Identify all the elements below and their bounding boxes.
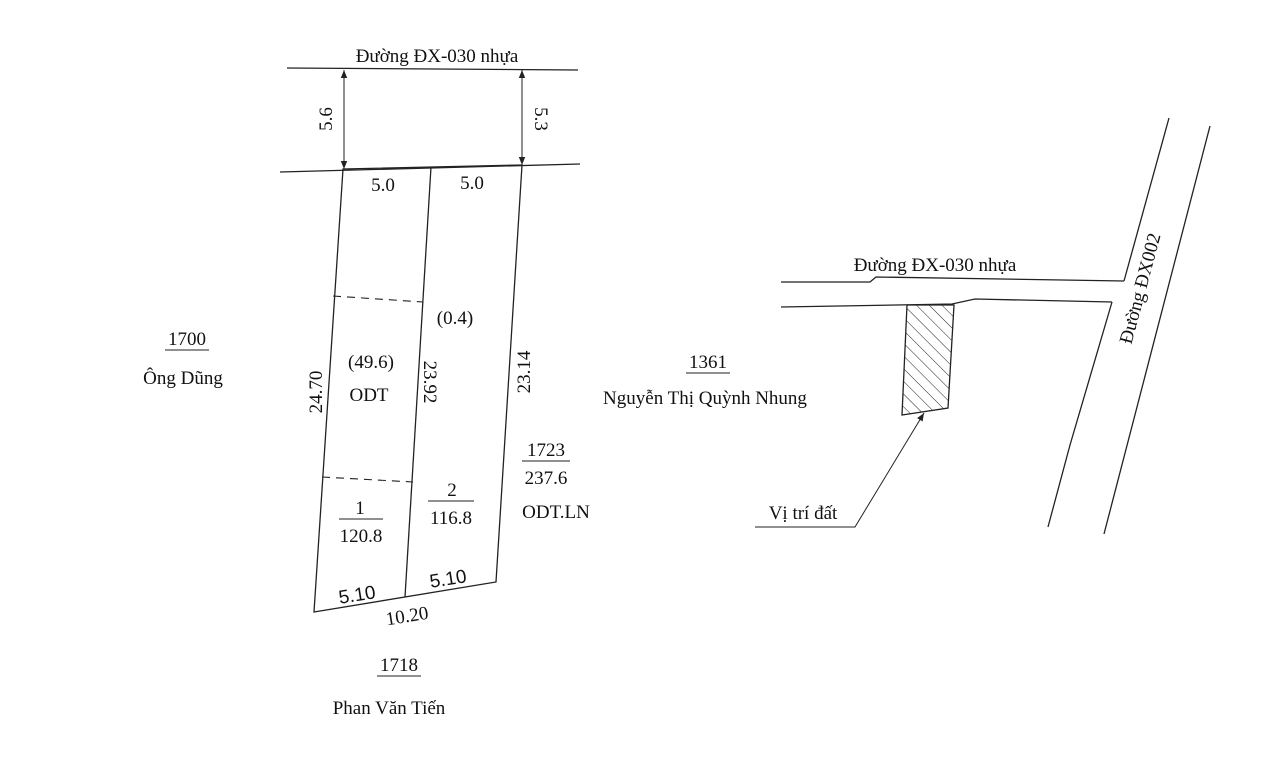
odt-boundary-bottom xyxy=(321,476,414,483)
side-length-left: 24.70 xyxy=(306,371,327,414)
side-length-right: 23.14 xyxy=(514,350,535,393)
lot-division-line xyxy=(404,166,432,598)
back-width-total: 10.20 xyxy=(384,603,430,630)
location-map: Đường ĐX-030 nhựa Đường ĐX002 Vị trí đất xyxy=(755,117,1211,535)
odt-area-value: (49.6) xyxy=(348,352,394,373)
sub-lot-2-number: 2 xyxy=(447,480,457,501)
neighbor-east-owner: Nguyễn Thị Quỳnh Nhung xyxy=(603,388,807,409)
sub-lot-1-area: 120.8 xyxy=(340,526,383,547)
neighbor-west-owner: Ông Dũng xyxy=(143,367,223,389)
side-length-middle: 23.92 xyxy=(419,361,440,404)
road-edge-bottom xyxy=(279,163,581,173)
neighbor-south-owner: Phan Văn Tiến xyxy=(333,698,446,719)
top-road-label: Đường ĐX-030 nhựa xyxy=(356,46,519,67)
lot-location-hatched xyxy=(901,304,955,416)
neighbor-west-number: 1700 xyxy=(168,329,206,350)
side-road-edge-right xyxy=(1103,125,1211,535)
side-road-edge-left xyxy=(1123,117,1170,282)
cadastral-plot: Đường ĐX-030 nhựa 5.6 5.3 5.0 5.0 24.70 … xyxy=(143,46,807,719)
sub-lot-1-number: 1 xyxy=(355,498,365,519)
setback-left-value: 5.6 xyxy=(316,107,337,131)
main-lot-number: 1723 xyxy=(527,440,565,461)
main-lot-land-use: ODT.LN xyxy=(522,502,590,523)
road-edge-top xyxy=(286,67,579,71)
odt-boundary-top xyxy=(332,295,424,303)
lot-1723-outline xyxy=(313,164,523,613)
back-width-left: 5.10 xyxy=(337,582,377,609)
odt-land-code: ODT xyxy=(349,385,388,406)
back-width-right: 5.10 xyxy=(428,566,468,593)
sub-lot-2-area: 116.8 xyxy=(430,508,472,529)
side-road-edge-left-lower xyxy=(1047,301,1113,528)
map-road-edge-top xyxy=(781,276,1125,283)
side-road-label: Đường ĐX002 xyxy=(1116,231,1166,346)
setback-right-value: 5.3 xyxy=(530,107,551,131)
location-label: Vị trí đất xyxy=(769,503,838,524)
location-leader-line xyxy=(755,412,925,528)
map-road-edge-bottom xyxy=(780,298,1113,308)
neighbor-south-number: 1718 xyxy=(380,655,418,676)
front-width-right: 5.0 xyxy=(460,173,484,194)
neighbor-east-number: 1361 xyxy=(689,352,727,373)
strip-area-value: (0.4) xyxy=(437,308,473,329)
main-lot-area: 237.6 xyxy=(525,468,568,489)
map-road-label: Đường ĐX-030 nhựa xyxy=(854,255,1017,276)
front-width-left: 5.0 xyxy=(371,175,395,196)
